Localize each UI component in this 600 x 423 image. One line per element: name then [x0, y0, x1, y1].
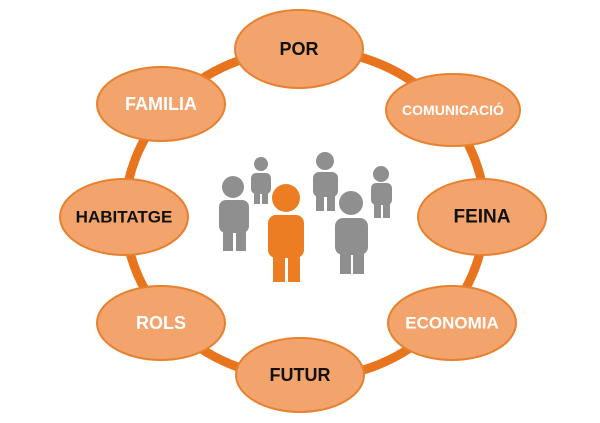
node-label: ROLS [136, 313, 186, 333]
person-gray-back-middle [313, 152, 338, 211]
node-por: POR [234, 9, 364, 89]
node-label: FAMILIA [125, 94, 197, 114]
node-label: HABITATGE [76, 208, 173, 227]
node-label: ECONOMIA [405, 314, 499, 333]
node-label: FEINA [454, 207, 511, 228]
node-rols: ROLS [96, 285, 226, 361]
node-comunicacio: COMUNICACIÓ [385, 73, 521, 147]
node-habitatge: HABITATGE [59, 178, 189, 256]
node-feina: FEINA [417, 178, 547, 256]
node-label: COMUNICACIÓ [402, 101, 504, 118]
node-label: POR [279, 39, 318, 59]
node-economia: ECONOMIA [387, 285, 517, 361]
person-gray-back-right [371, 166, 392, 218]
node-familia: FAMILIA [96, 66, 226, 142]
person-gray-right [335, 191, 368, 274]
node-label: FUTUR [270, 365, 331, 385]
node-futur: FUTUR [235, 337, 365, 413]
person-highlighted [268, 184, 304, 282]
person-gray-back-left [251, 157, 271, 204]
person-gray-left [219, 176, 249, 251]
people-group-icon [219, 152, 392, 282]
